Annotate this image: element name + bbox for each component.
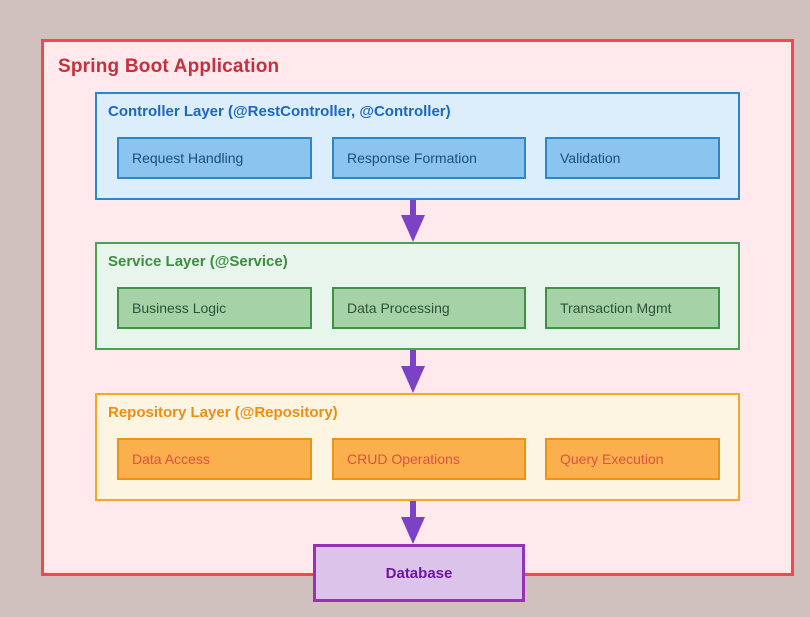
node-crud-operations: CRUD Operations [332, 438, 526, 480]
node-label: Request Handling [132, 150, 244, 166]
database-label: Database [385, 564, 453, 582]
diagram-title: Spring Boot Application [58, 56, 280, 77]
node-label: Data Access [132, 451, 210, 467]
node-label: CRUD Operations [347, 451, 460, 467]
repository-layer-title: Repository Layer (@Repository) [108, 404, 338, 421]
repository-layer-box: Repository Layer (@Repository) Data Acce… [95, 393, 740, 501]
node-business-logic: Business Logic [117, 287, 312, 329]
node-request-handling: Request Handling [117, 137, 312, 179]
node-validation: Validation [545, 137, 720, 179]
service-layer-box: Service Layer (@Service) Business Logic … [95, 242, 740, 350]
node-label: Response Formation [347, 150, 477, 166]
controller-layer-box: Controller Layer (@RestController, @Cont… [95, 92, 740, 200]
node-label: Query Execution [560, 451, 664, 467]
arrow-stem [410, 350, 416, 366]
node-response-formation: Response Formation [332, 137, 526, 179]
controller-layer-title: Controller Layer (@RestController, @Cont… [108, 103, 451, 120]
arrow-down-icon [401, 366, 425, 393]
arrow-repository-to-database [401, 501, 425, 544]
spring-boot-application-frame: Spring Boot Application Controller Layer… [41, 39, 794, 602]
node-query-execution: Query Execution [545, 438, 720, 480]
arrow-stem [410, 200, 416, 215]
node-transaction-mgmt: Transaction Mgmt [545, 287, 720, 329]
node-label: Business Logic [132, 300, 227, 316]
node-data-access: Data Access [117, 438, 312, 480]
node-label: Validation [560, 150, 621, 166]
arrow-stem [410, 501, 416, 517]
database-node: Database [313, 544, 525, 602]
arrow-service-to-repository [401, 350, 425, 393]
arrow-down-icon [401, 517, 425, 544]
service-layer-title: Service Layer (@Service) [108, 253, 288, 270]
arrow-controller-to-service [401, 200, 425, 242]
node-label: Transaction Mgmt [560, 300, 672, 316]
node-label: Data Processing [347, 300, 450, 316]
arrow-down-icon [401, 215, 425, 242]
node-data-processing: Data Processing [332, 287, 526, 329]
